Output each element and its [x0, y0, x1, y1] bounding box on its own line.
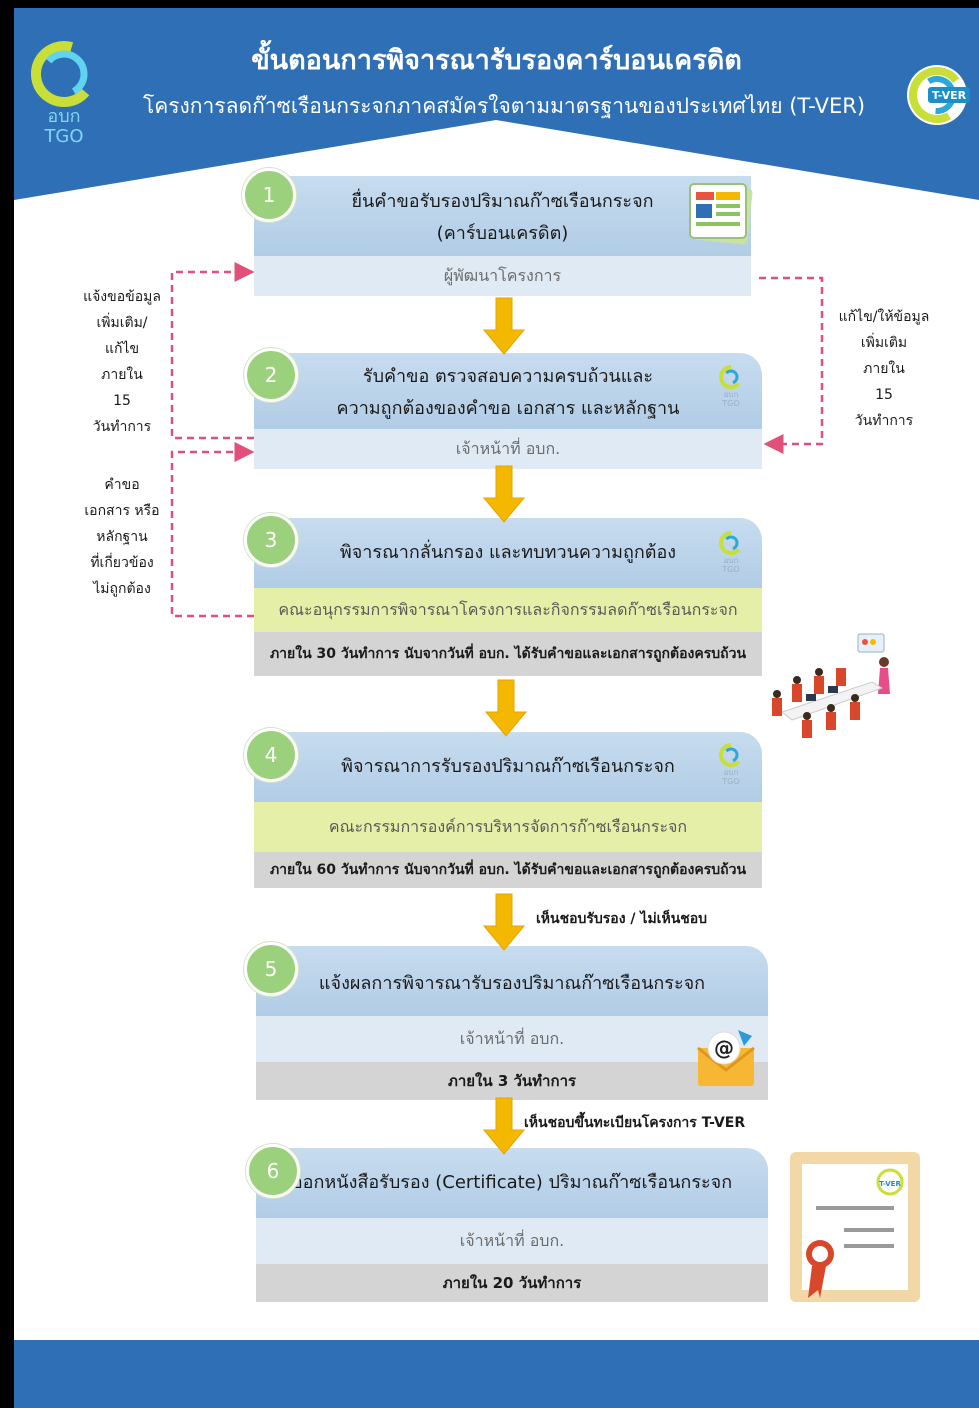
- tver-logo-icon: T-VER: [907, 65, 970, 125]
- step-4-title: พิจารณาการรับรองปริมาณก๊าซเรือนกระจก: [254, 732, 762, 802]
- step-title-line: (คาร์บอนเครดิต): [436, 223, 569, 244]
- header-banner: [14, 8, 979, 200]
- flow-arrow-icon: [482, 465, 526, 523]
- side-note-line: เอกสาร หรือ: [84, 503, 160, 519]
- step-4-actor: คณะกรรมการองค์การบริหารจัดการก๊าซเรือนกร…: [254, 802, 762, 852]
- feedback-lines: [170, 262, 824, 618]
- side-note-line: วันทำการ: [92, 419, 152, 435]
- step-3-timeline: ภายใน 30 วันทำการ นับจากวันที่ อบก. ได้ร…: [254, 632, 762, 676]
- flow-arrow-icon: [482, 297, 526, 355]
- svg-text:อบก: อบก: [47, 106, 80, 127]
- step-5-actor: เจ้าหน้าที่ อบก.: [256, 1016, 768, 1062]
- side-note-provide-info: แก้ไข/ให้ข้อมูล เพิ่มเติม ภายใน 15 วันทำ…: [829, 304, 939, 434]
- svg-text:อบก: อบก: [724, 390, 739, 399]
- side-note-line: ภายใน: [101, 367, 143, 383]
- infographic-page: ขั้นตอนการพิจารณารับรองคาร์บอนเครดิต โคร…: [14, 8, 979, 1408]
- step-5-timeline: ภายใน 3 วันทำการ: [256, 1062, 768, 1100]
- side-note-line: 15: [875, 387, 893, 403]
- page-subtitle: โครงการลดก๊าซเรือนกระจกภาคสมัครใจตามมาตร…: [142, 94, 866, 118]
- meeting-illustration-icon: [772, 633, 890, 738]
- step-6-title: ออกหนังสือรับรอง (Certificate) ปริมาณก๊า…: [256, 1148, 768, 1218]
- step-1-actor: ผู้พัฒนาโครงการ: [254, 256, 751, 296]
- step-3-actor: คณะอนุกรรมการพิจารณาโครงการและกิจกรรมลดก…: [254, 588, 762, 632]
- svg-text:@: @: [714, 1036, 734, 1060]
- tgo-logo-icon: อบก TGO: [719, 743, 743, 786]
- step-2-actor: เจ้าหน้าที่ อบก.: [254, 429, 762, 469]
- flow-arrow-icon: [482, 1097, 526, 1155]
- side-note-line: แก้ไข: [104, 341, 140, 357]
- email-icon: @: [697, 1030, 755, 1086]
- svg-text:T-VER: T-VER: [932, 89, 967, 102]
- step-1: ยื่นคำขอรับรองปริมาณก๊าซเรือนกระจก (คาร์…: [254, 176, 751, 296]
- step-3-number: 3: [244, 513, 298, 567]
- side-note-line: แจ้งขอข้อมูล: [83, 289, 161, 305]
- side-note-request-info: แจ้งขอข้อมูล เพิ่มเติม/ แก้ไข ภายใน 15 ว…: [76, 284, 168, 440]
- step-5-number: 5: [244, 942, 298, 996]
- step-2-number: 2: [244, 348, 298, 402]
- svg-text:T-VER: T-VER: [879, 1180, 901, 1188]
- tgo-logo-icon: อบก TGO: [719, 365, 743, 408]
- svg-text:อบก: อบก: [724, 556, 739, 565]
- tgo-logo-icon: อบก TGO: [719, 531, 743, 574]
- step-title-line: ความถูกต้องของคำขอ เอกสาร และหลักฐาน: [336, 398, 680, 419]
- svg-text:อบก: อบก: [724, 768, 739, 777]
- tgo-logo-icon: อบก TGO: [31, 41, 97, 147]
- document-icon: [689, 183, 753, 245]
- certificate-icon: T-VER: [790, 1152, 920, 1302]
- side-note-line: 15: [113, 393, 131, 409]
- side-note-line: เพิ่มเติม: [860, 335, 908, 351]
- decision-note: เห็นชอบรับรอง / ไม่เห็นชอบ: [536, 911, 708, 927]
- step-3-title: พิจารณากลั่นกรอง และทบทวนความถูกต้อง: [254, 518, 762, 588]
- side-note-line: คำขอ: [104, 477, 140, 493]
- step-6: ออกหนังสือรับรอง (Certificate) ปริมาณก๊า…: [256, 1148, 768, 1302]
- step-6-timeline: ภายใน 20 วันทำการ: [256, 1264, 768, 1302]
- side-note-line: หลักฐาน: [96, 529, 148, 545]
- svg-text:TGO: TGO: [43, 126, 83, 147]
- flow-arrow-icon: [482, 893, 526, 951]
- side-note-line: แก้ไข/ให้ข้อมูล: [838, 309, 930, 325]
- footer-bar: [14, 1340, 979, 1408]
- side-note-invalid-docs: คำขอ เอกสาร หรือ หลักฐาน ที่เกี่ยวข้อง ไ…: [76, 472, 168, 602]
- step-4-timeline: ภายใน 60 วันทำการ นับจากวันที่ อบก. ได้ร…: [254, 852, 762, 888]
- step-5: แจ้งผลการพิจารณารับรองปริมาณก๊าซเรือนกระ…: [256, 946, 768, 1100]
- step-6-number: 6: [246, 1144, 300, 1198]
- side-note-line: เพิ่มเติม/: [96, 315, 148, 331]
- registration-note: เห็นชอบขึ้นทะเบียนโครงการ T-VER: [524, 1115, 746, 1131]
- side-note-line: ไม่ถูกต้อง: [93, 581, 151, 597]
- flow-arrow-icon: [484, 679, 528, 737]
- side-note-line: วันทำการ: [854, 413, 914, 429]
- page-title: ขั้นตอนการพิจารณารับรองคาร์บอนเครดิต: [251, 45, 742, 76]
- svg-text:TGO: TGO: [721, 399, 739, 408]
- side-note-line: ภายใน: [863, 361, 905, 377]
- step-6-actor: เจ้าหน้าที่ อบก.: [256, 1218, 768, 1264]
- step-title-line: รับคำขอ ตรวจสอบความครบถ้วนและ: [362, 366, 654, 387]
- step-1-number: 1: [242, 168, 296, 222]
- step-1-title: ยื่นคำขอรับรองปริมาณก๊าซเรือนกระจก (คาร์…: [254, 176, 751, 256]
- step-title-line: ยื่นคำขอรับรองปริมาณก๊าซเรือนกระจก: [351, 191, 654, 212]
- side-note-line: ที่เกี่ยวข้อง: [90, 555, 154, 571]
- step-3: พิจารณากลั่นกรอง และทบทวนความถูกต้อง คณะ…: [254, 518, 762, 676]
- svg-text:TGO: TGO: [721, 565, 739, 574]
- step-4: พิจารณาการรับรองปริมาณก๊าซเรือนกระจก คณะ…: [254, 732, 762, 888]
- step-4-number: 4: [244, 728, 298, 782]
- svg-text:TGO: TGO: [721, 777, 739, 786]
- step-5-title: แจ้งผลการพิจารณารับรองปริมาณก๊าซเรือนกระ…: [256, 946, 768, 1016]
- step-2: รับคำขอ ตรวจสอบความครบถ้วนและ ความถูกต้อ…: [254, 353, 762, 469]
- step-2-title: รับคำขอ ตรวจสอบความครบถ้วนและ ความถูกต้อ…: [254, 353, 762, 429]
